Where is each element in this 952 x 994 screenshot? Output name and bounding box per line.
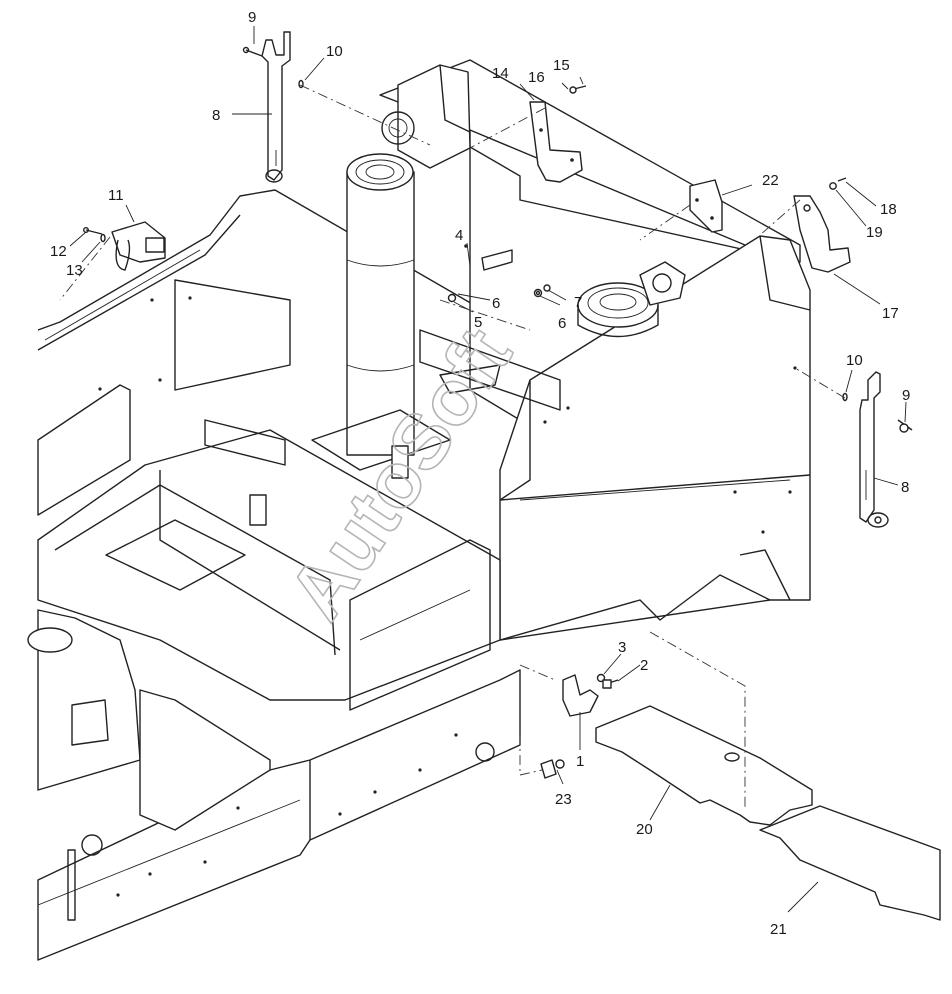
callout-23: 23	[555, 791, 572, 808]
callout-8: 8	[901, 479, 909, 496]
part-9-bolts	[242, 46, 913, 433]
part-21-cover	[595, 705, 813, 826]
callout-16: 16	[528, 69, 545, 86]
callout-9: 9	[248, 9, 256, 26]
callout-13: 13	[66, 262, 83, 279]
callout-labels: 9 10 8 14 16 15 11 12 13 22 18 19 17 4 5…	[50, 9, 910, 938]
callout-12: 12	[50, 243, 67, 260]
callout-17: 17	[882, 305, 899, 322]
callout-6: 6	[558, 315, 566, 332]
leader-lines	[69, 26, 907, 913]
callout-7: 7	[574, 294, 582, 311]
callout-5: 5	[474, 314, 482, 331]
part-18-19-fastener	[829, 177, 847, 190]
callout-11: 11	[108, 187, 124, 204]
part-1-bracket	[562, 674, 599, 717]
part-11-clamp	[111, 221, 166, 271]
callout-9: 9	[902, 387, 910, 404]
callout-1: 1	[576, 753, 584, 770]
part-22-cover	[759, 805, 941, 921]
part-2-3-fastener	[596, 673, 619, 689]
callout-22: 21	[770, 921, 787, 938]
part-15-16-fastener	[569, 85, 587, 94]
callout-19: 19	[866, 224, 883, 241]
callout-8: 8	[212, 107, 220, 124]
callout-6: 6	[492, 295, 500, 312]
part-20-plate	[689, 179, 723, 233]
part-8-upper-bracket	[261, 31, 291, 183]
part-23-clip	[540, 759, 565, 779]
callout-21: 20	[636, 821, 653, 838]
callout-3: 3	[618, 639, 626, 656]
callout-18: 18	[880, 201, 897, 218]
part-4-7-hardware	[447, 244, 551, 303]
alignment-lines	[59, 84, 846, 810]
callout-10: 10	[846, 352, 863, 369]
callout-2: 2	[640, 657, 648, 674]
part-12-13-fastener	[82, 226, 106, 243]
callout-20: 22	[762, 172, 779, 189]
chassis-frame	[27, 59, 811, 961]
callout-4: 4	[455, 227, 463, 244]
part-8-lower-bracket	[859, 371, 889, 528]
callout-14: 14	[492, 65, 509, 82]
part-14-bracket	[529, 101, 583, 183]
callout-15: 15	[553, 57, 570, 74]
callout-10: 10	[326, 43, 343, 60]
part-17-bracket	[793, 195, 851, 273]
